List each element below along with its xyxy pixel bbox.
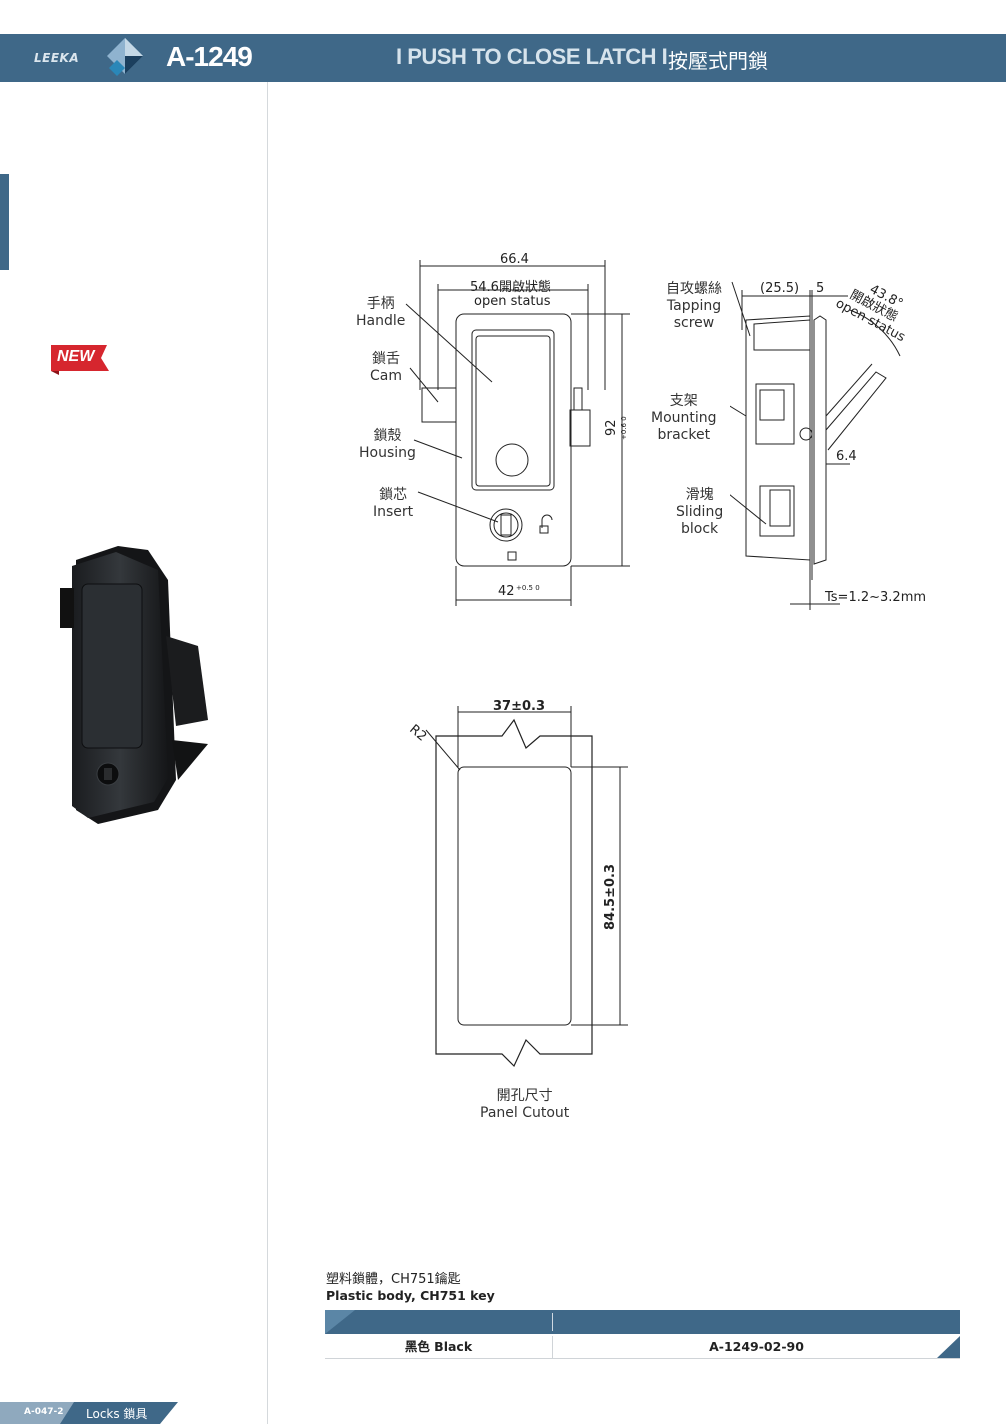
- footer-tab: [0, 1402, 178, 1424]
- dim-open-width-en: open status: [474, 294, 551, 309]
- section-marker: [0, 174, 9, 270]
- spec-text: 塑料鎖體，CH751鑰匙 Plastic body, CH751 key: [326, 1272, 495, 1304]
- table-cell-color: 黑色 Black: [325, 1336, 553, 1358]
- dim-overall-width: 66.4: [500, 252, 529, 267]
- diamond-logo-icon: [107, 38, 143, 76]
- panel-cutout-drawing: [425, 706, 628, 1068]
- side-view-drawing: [730, 281, 901, 610]
- page-divider: [267, 82, 268, 1424]
- new-badge-label: NEW: [57, 348, 95, 365]
- dim-height: 92: [604, 419, 619, 436]
- dim-offset: 6.4: [836, 449, 857, 464]
- dim-base-tol: +0.5 0: [516, 584, 540, 592]
- brand-logo: LEEKA: [34, 51, 80, 65]
- spec-en: Plastic body, CH751 key: [326, 1288, 495, 1303]
- dim-open-width: 54.6開啟狀態: [470, 280, 551, 295]
- new-badge: NEW: [51, 343, 111, 379]
- dim-flange: 5: [816, 281, 825, 296]
- dim-cutout-width: 37±0.3: [493, 699, 546, 714]
- dim-thickness: Ts=1.2~3.2mm: [825, 590, 927, 605]
- product-title-en: I PUSH TO CLOSE LATCH I: [396, 44, 668, 69]
- table-header: [325, 1310, 960, 1334]
- table-row: 黑色 Black A-1249-02-90: [325, 1336, 960, 1359]
- header-bar: LEEKA A-1249 I PUSH TO CLOSE LATCH I 按壓式…: [0, 34, 1006, 82]
- footer-page-code: A-047-2: [24, 1407, 64, 1417]
- footer-section-label: Locks 鎖具: [86, 1407, 148, 1421]
- front-view-drawing: [405, 260, 630, 606]
- dim-cutout-height: 84.5±0.3: [603, 864, 618, 930]
- model-number: A-1249: [166, 41, 253, 72]
- dim-depth: (25.5): [760, 281, 800, 296]
- table-cell-code: A-1249-02-90: [709, 1339, 804, 1354]
- product-photo: [60, 546, 208, 824]
- dim-base-width: 42: [498, 584, 515, 599]
- spec-zh: 塑料鎖體，CH751鑰匙: [326, 1272, 461, 1287]
- dim-height-tol: +0.6 0: [620, 416, 628, 440]
- product-title-zh: 按壓式門鎖: [668, 49, 768, 73]
